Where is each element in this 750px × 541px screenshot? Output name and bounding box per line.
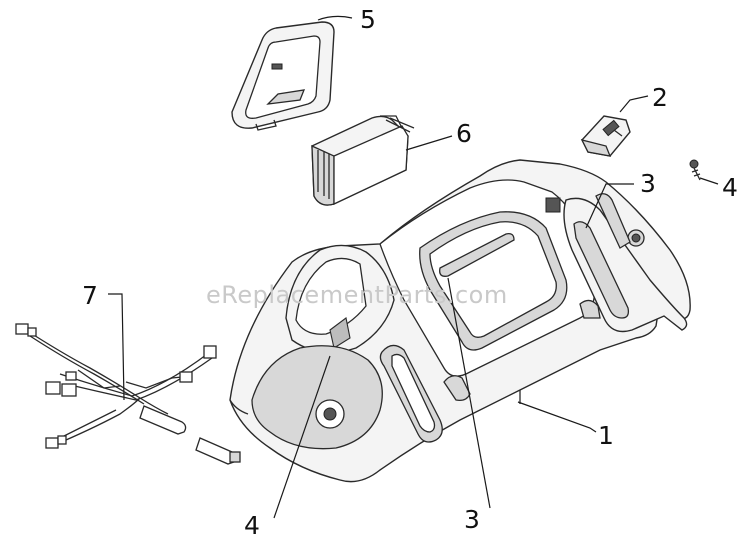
callout-5: 5 xyxy=(360,5,376,34)
leader-1 xyxy=(517,401,597,433)
part-2-switch xyxy=(580,115,631,157)
leader-3-bottom xyxy=(447,277,491,509)
watermark-text: eReplacementParts.com xyxy=(206,281,508,309)
callout-4-bottom: 4 xyxy=(244,511,260,540)
leader-3-right xyxy=(585,183,634,229)
leader-4-bottom xyxy=(273,355,331,519)
leader-7 xyxy=(108,293,125,401)
callout-7: 7 xyxy=(82,281,98,310)
callout-1: 1 xyxy=(598,421,614,450)
callout-3-bottom: 3 xyxy=(464,505,480,534)
leader-2 xyxy=(619,95,649,113)
callout-2: 2 xyxy=(652,83,668,112)
callout-4-right: 4 xyxy=(722,173,738,202)
part-4-screw-right xyxy=(689,159,701,181)
leader-lines xyxy=(108,15,719,519)
part-6-control-box xyxy=(311,115,415,206)
callout-6: 6 xyxy=(456,119,472,148)
part-7-wire-harness xyxy=(15,323,241,465)
part-1-housing xyxy=(229,159,691,483)
leader-6 xyxy=(405,135,453,151)
part-5-bezel xyxy=(231,21,335,131)
leader-5 xyxy=(317,15,353,21)
callout-3-right: 3 xyxy=(640,169,656,198)
leader-4-right xyxy=(699,177,719,185)
